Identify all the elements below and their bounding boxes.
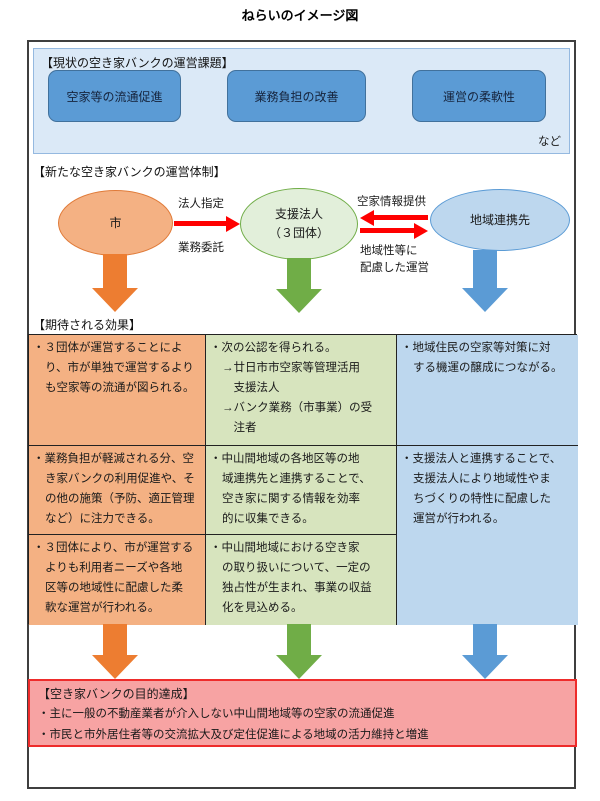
down-arrow-support-upper-head-icon [276,289,322,313]
label-vacant-house-info: 空家情報提供 [357,196,426,208]
label-corporation-designation: 法人指定 [178,198,224,210]
red-arrow-region-to-support-bar [374,215,428,220]
down-arrow-support-lower-head-icon [276,655,322,679]
red-arrow-city-to-support-bar [174,221,226,226]
down-arrow-support-lower-stem [287,624,311,655]
issue-box-distribution: 空家等の流通促進 [48,70,181,122]
goal-heading: 【空き家バンクの目的達成】 [38,687,195,701]
node-support-corporation: 支援法人 （３団体） [240,188,358,260]
node-regional-partner: 地域連携先 [430,189,570,251]
red-arrow-region-to-support-head-icon [360,210,374,226]
down-arrow-city-lower-head-icon [92,655,138,679]
effect-cell-support-3: ・中山間地域における空き家 の取り扱いについて、一定の 独占性が生まれ、事業の収… [206,535,397,625]
down-arrow-support-upper-stem [287,258,311,289]
goal-box: 【空き家バンクの目的達成】 ・主に一般の不動産業者が介入しない中山間地域等の空家… [28,679,577,747]
effect-cell-city-3: ・３団体により、市が運営する よりも利用者ニーズや各地 区等の地域性に配慮した柔… [29,535,206,625]
issue-box-flexibility: 運営の柔軟性 [412,70,546,122]
down-arrow-city-upper-head-icon [92,288,138,312]
red-arrow-city-to-support-head-icon [226,216,240,232]
effect-cell-region-1: ・地域住民の空家等対策に対 する機運の醸成につながる。 [397,335,578,446]
issues-etc-label: など [538,136,561,148]
issue-box-workload: 業務負担の改善 [227,70,366,122]
goal-item-2: ・市民と市外居住者等の交流拡大及び定住促進による地域の活力維持と増進 [38,729,429,741]
down-arrow-city-lower-stem [103,624,127,655]
effects-heading: 【期待される効果】 [33,318,142,332]
page-title: ねらいのイメージ図 [241,8,359,23]
node-city: 市 [58,190,173,256]
down-arrow-region-lower-head-icon [462,655,508,679]
down-arrow-city-upper-stem [103,254,127,288]
effect-cell-city-2: ・業務負担が軽減される分、空 き家バンクの利用促進や、そ の他の施策（予防、適正… [29,446,206,535]
issues-heading: 【現状の空き家バンクの運営課題】 [41,56,234,70]
red-arrow-support-to-region-head-icon [414,223,428,239]
effects-table: ・３団体が運営することによ り、市が単独で運営するより も空家等の流通が図られる… [28,334,578,625]
effect-cell-region-2: ・支援法人と連携することで、 支援法人により地域性やま ちづくりの特性に配慮した… [397,446,578,625]
down-arrow-region-upper-head-icon [462,288,508,312]
red-arrow-support-to-region-bar [360,228,414,233]
system-heading: 【新たな空き家バンクの運営体制】 [33,165,226,179]
down-arrow-region-upper-stem [473,250,497,288]
down-arrow-region-lower-stem [473,624,497,655]
goal-item-1: ・主に一般の不動産業者が介入しない中山間地域等の空家の流通促進 [38,708,395,720]
effect-cell-support-2: ・中山間地域の各地区等の地 域連携先と連携することで、 空き家に関する情報を効率… [206,446,397,535]
label-regional-operation: 地域性等に 配慮した運営 [360,245,429,274]
effect-cell-support-1: ・次の公認を得られる。 →廿日市市空家等管理活用 支援法人 →バンク業務（市事業… [206,335,397,446]
effect-cell-city-1: ・３団体が運営することによ り、市が単独で運営するより も空家等の流通が図られる… [29,335,206,446]
label-business-consignment: 業務委託 [178,242,224,254]
